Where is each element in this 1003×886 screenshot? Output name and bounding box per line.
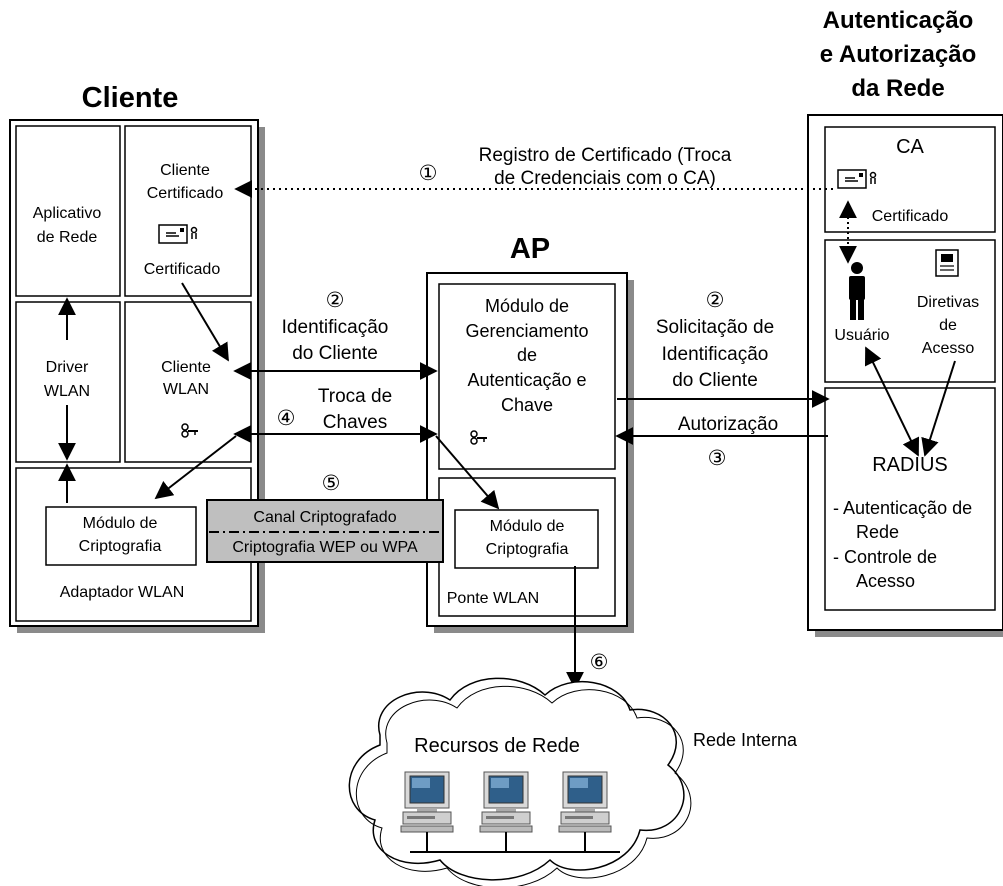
client-title: Cliente (82, 82, 179, 114)
arrow-key-to-ap-crypto (435, 435, 500, 510)
step-2b-marker: ② (706, 289, 725, 312)
arrow-key-to-client-crypto (154, 435, 237, 500)
step-3-marker: ③ (708, 447, 727, 470)
policy-document-icon (935, 249, 959, 277)
ca-label: CA (896, 136, 924, 158)
radius-label: RADIUS (872, 454, 948, 476)
ap-title: AP (510, 233, 550, 265)
mgmt-label-2: Gerenciamento (465, 321, 588, 341)
arrow-user-radius (864, 346, 920, 457)
client-crypto-label-2: Criptografia (79, 538, 162, 555)
arrow-policy-radius (921, 360, 956, 457)
ap-crypto-box (454, 509, 599, 569)
radius-item-2b: Acesso (856, 571, 915, 591)
internal-network-label: Rede Interna (693, 730, 798, 750)
req-label-1: Solicitação de (656, 317, 774, 338)
step-2a-marker: ② (326, 289, 345, 312)
client-cert-label-2: Certificado (147, 185, 224, 202)
app-label-2: de Rede (37, 229, 98, 246)
req-label-2: Identificação (662, 344, 769, 365)
mgmt-label-3: de (517, 345, 537, 365)
radius-item-2a: - Controle de (833, 547, 937, 567)
ca-cert-caption: Certificado (872, 208, 949, 225)
step-1-marker: ① (419, 162, 438, 185)
radius-item-1a: - Autenticação de (833, 498, 972, 518)
ap-crypto-label-1: Módulo de (490, 518, 565, 535)
mgmt-box (438, 283, 616, 470)
arrow-cert-to-wlan (181, 282, 229, 362)
message-flows: ① Registro de Certificado (Troca de Cred… (154, 145, 833, 690)
computer-icon (479, 771, 533, 833)
computer-icon (400, 771, 454, 833)
client-crypto-label-1: Módulo de (83, 515, 158, 532)
ident-label-2: do Cliente (292, 343, 378, 364)
radius-item-1b: Rede (856, 522, 899, 542)
user-label: Usuário (834, 327, 889, 344)
step-6-marker: ⑥ (590, 651, 609, 674)
resources-label: Recursos de Rede (414, 735, 580, 757)
keys-label-1: Troca de (318, 386, 392, 407)
ap-group: AP Módulo de Gerenciamento de Autenticaç… (426, 233, 634, 633)
auth-title-3: da Rede (851, 75, 944, 102)
driver-label-2: WLAN (44, 383, 90, 400)
reg-label-1: Registro de Certificado (Troca (479, 145, 732, 166)
channel-label-2: Criptografia WEP ou WPA (232, 539, 418, 556)
mgmt-label-5: Chave (501, 395, 553, 415)
keys-label-2: Chaves (323, 412, 387, 433)
step-5-marker: ⑤ (322, 472, 341, 495)
app-box (15, 125, 121, 297)
network-auth-group: Autenticação e Autorização da Rede CA Ce… (807, 7, 1003, 637)
app-label-1: Aplicativo (33, 205, 102, 222)
client-crypto-box (45, 506, 197, 566)
auth-title-1: Autenticação (823, 7, 974, 34)
bridge-label: Ponte WLAN (447, 590, 539, 607)
user-icon (849, 262, 865, 320)
policy-label-2: de (939, 317, 957, 334)
policy-label-3: Acesso (922, 340, 975, 357)
client-cert-label-1: Cliente (160, 162, 210, 179)
req-label-3: do Cliente (672, 370, 758, 391)
internal-network-group: Recursos de Rede Rede Interna (348, 677, 798, 886)
client-cert-caption: Certificado (144, 261, 221, 278)
adapter-label: Adaptador WLAN (60, 584, 185, 601)
ident-label-1: Identificação (282, 317, 389, 338)
channel-label-1: Canal Criptografado (253, 509, 396, 526)
policy-label-1: Diretivas (917, 294, 979, 311)
auth-title-2: e Autorização (820, 41, 976, 68)
step-4-marker: ④ (277, 407, 296, 430)
authz-label: Autorização (678, 414, 778, 435)
mgmt-label-4: Autenticação e (467, 370, 586, 390)
client-group: Cliente Aplicativo de Rede Cliente Certi… (9, 82, 265, 633)
client-cert-box (124, 125, 252, 297)
reg-label-2: de Credenciais com o CA) (494, 168, 716, 189)
wlan-client-label-1: Cliente (161, 359, 211, 376)
computer-icon (558, 771, 612, 833)
driver-label-1: Driver (46, 359, 89, 376)
mgmt-label-1: Módulo de (485, 296, 569, 316)
wlan-client-label-2: WLAN (163, 381, 209, 398)
ap-crypto-label-2: Criptografia (486, 541, 569, 558)
